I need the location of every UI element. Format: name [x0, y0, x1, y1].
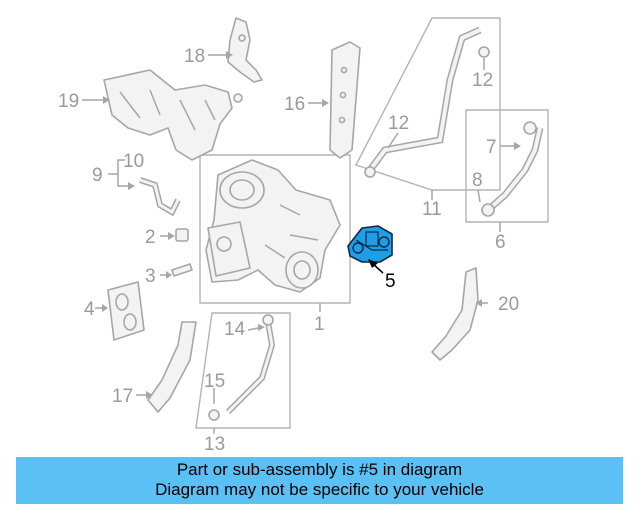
callout-14: 14: [224, 319, 246, 340]
callout-1: 1: [314, 314, 325, 335]
oil-return-line-part: [208, 314, 276, 421]
nut-part: [175, 228, 189, 242]
mounting-bracket-part: [431, 267, 479, 361]
oil-feed-line-part: [364, 26, 490, 178]
callout-5: 5: [385, 271, 396, 292]
callout-4: 4: [84, 299, 95, 320]
callout-9: 9: [92, 165, 103, 186]
callout-13: 13: [204, 434, 225, 455]
callout-12-upper: 12: [472, 70, 493, 91]
heat-shield-part: [329, 41, 361, 159]
callout-19: 19: [58, 91, 79, 112]
vacuum-hose-part: [139, 177, 181, 217]
callout-6: 6: [495, 232, 506, 253]
parts-diagram: 1 2 3 4 5 6 7 8 9 10 11 12 12 13 14 15 1…: [58, 17, 549, 455]
banner-line-2: Diagram may not be specific to your vehi…: [155, 480, 484, 499]
callout-20: 20: [498, 294, 519, 315]
callout-8: 8: [472, 170, 483, 191]
highlighted-part-5: [347, 225, 393, 263]
turbocharger-part: [205, 159, 341, 293]
callout-3: 3: [145, 266, 156, 287]
support-bracket-part: [147, 321, 197, 413]
bracket-part: [227, 17, 263, 83]
info-banner: Part or sub-assembly is #5 in diagram Di…: [16, 457, 623, 504]
callout-17: 17: [112, 386, 133, 407]
stud-part: [171, 263, 193, 277]
callout-18: 18: [184, 46, 205, 67]
oil-line-group-box: [355, 17, 501, 191]
coolant-line-group-box: [465, 109, 549, 223]
callout-12-lower: 12: [388, 113, 409, 134]
callout-16: 16: [284, 94, 305, 115]
oil-return-group-box: [195, 312, 291, 429]
coolant-line-part: [481, 121, 544, 217]
callout-10: 10: [123, 151, 144, 172]
callout-15: 15: [204, 371, 225, 392]
callout-7: 7: [486, 137, 497, 158]
banner-line-1: Part or sub-assembly is #5 in diagram: [176, 460, 463, 479]
callout-11: 11: [422, 199, 442, 220]
exhaust-manifold-part: [103, 69, 243, 161]
gasket-part: [107, 281, 145, 341]
turbocharger-group-box: [199, 154, 351, 304]
callout-2: 2: [145, 227, 156, 248]
